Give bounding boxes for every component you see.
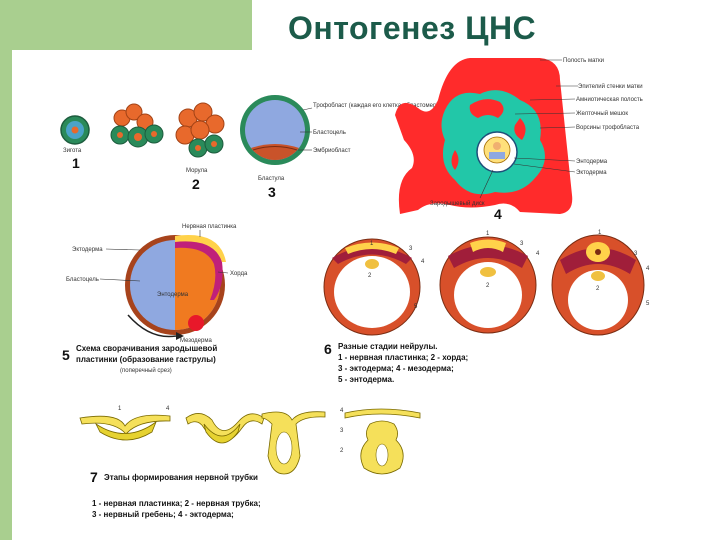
gastrulation-labels: Нервная пластинка Эктодерма Бластоцель Х… (66, 224, 248, 344)
stage6-caption-line4: 5 - энтодерма. (338, 375, 394, 384)
stage3-number: 3 (268, 184, 276, 200)
germinal-disk-label: Зародышевый диск (430, 200, 485, 207)
neural-tube-stage-b (185, 413, 265, 444)
neurula-marker-2b: 2 (486, 283, 490, 289)
neurula-marker-4a: 4 (421, 259, 425, 265)
neurula-marker-2c: 2 (596, 286, 600, 292)
neurula-marker-2a: 2 (368, 273, 372, 279)
stage6-caption-line2: 1 - нервная пластинка; 2 - хорда; (338, 353, 468, 362)
stage6-caption-line1: Разные стадии нейрулы. (338, 342, 438, 351)
stage5-caption-line3: (поперечный срез) (120, 367, 172, 374)
stage6-caption-line3: 3 - эктодерма; 4 - мезодерма; (338, 364, 454, 373)
stage7-caption-line3: 3 - нервный гребень; 4 - эктодерма; (92, 510, 234, 519)
embryoblast-label: Эмбриобласт (313, 148, 351, 154)
stage5-number: 5 (62, 347, 70, 363)
implantation-figure (395, 58, 573, 214)
uterine-epithelium-label: Эпителий стенки матки (578, 83, 643, 90)
neurula-marker-1c: 1 (598, 230, 602, 236)
decor-left-bar (0, 0, 12, 540)
trophoblast-villi-label: Ворсины трофобласта (576, 125, 640, 131)
trophoblast-label: Трофобласт (каждая его клетка - бластоме… (313, 103, 438, 109)
neurula-markers: 1 3 4 2 5 1 3 4 2 1 3 4 2 5 (368, 230, 650, 310)
neurula-marker-5a: 5 (414, 304, 418, 310)
implantation-labels: Полость матки Эпителий стенки матки Амни… (430, 58, 643, 207)
neural-tube-markers: 1 4 4 3 2 (118, 406, 344, 454)
neurula-stage-a (323, 238, 421, 336)
ectoderm-label-5: Эктодерма (72, 247, 103, 253)
neurula-marker-4c: 4 (646, 266, 650, 272)
blastocoel-label-5: Бластоцель (66, 277, 99, 283)
chorda-label-5: Хорда (230, 271, 248, 277)
mesoderm-label-5: Мезодерма (180, 338, 212, 344)
decor-top-bar (0, 0, 252, 50)
gastrulation-figure (125, 235, 226, 340)
stage6-number: 6 (324, 341, 332, 357)
stage2-number: 2 (192, 176, 200, 192)
stage4-number: 4 (494, 206, 502, 222)
stage7-number: 7 (90, 469, 98, 485)
neural-tube-marker-4a: 4 (166, 406, 170, 412)
neurula-marker-3c: 3 (634, 251, 638, 257)
morula-figure (175, 102, 225, 158)
uterine-cavity-label: Полость матки (563, 58, 604, 64)
yolk-sac-label: Желточный мешок (576, 110, 628, 117)
neural-tube-marker-4b: 4 (340, 408, 344, 414)
endoderm-label-4: Энтодерма (576, 159, 608, 165)
neural-tube-stage-a (79, 414, 171, 441)
stage5-caption-line1: Схема сворачивания зародышевой (76, 344, 217, 353)
zygote-label: Зигота (63, 148, 82, 154)
neural-tube-stage-c (261, 411, 326, 475)
neurula-marker-1b: 1 (486, 231, 490, 237)
neurula-marker-3b: 3 (520, 241, 524, 247)
stage7-caption-line2: 1 - нервная пластинка; 2 - нервная трубк… (92, 499, 261, 508)
stage5-caption-line2: пластинки (образование гаструлы) (76, 355, 216, 364)
blastula-figure (240, 95, 310, 165)
blastocoel-label-3: Бластоцель (313, 130, 346, 136)
neural-tube-marker-1: 1 (118, 406, 122, 412)
neural-tube-stage-d (344, 408, 421, 475)
neurula-marker-4b: 4 (536, 251, 540, 257)
zygote-figure (60, 115, 90, 145)
morula-label: Морула (186, 168, 208, 174)
stage7-caption-line1: Этапы формирования нервной трубки (104, 473, 258, 482)
neural-plate-label-5: Нервная пластинка (182, 224, 237, 230)
stage1-number: 1 (72, 155, 80, 171)
neural-tube-marker-2: 2 (340, 448, 344, 454)
ectoderm-label-4: Эктодерма (576, 170, 607, 176)
neural-tube-marker-3: 3 (340, 428, 344, 434)
endoderm-label-5: Энтодерма (157, 292, 189, 298)
neurula-marker-5c: 5 (646, 301, 650, 307)
morula-cells-figure (110, 103, 164, 148)
page-title: Онтогенез ЦНС (288, 10, 537, 46)
blastula-label: Бластула (258, 176, 285, 182)
neurula-stage-c (551, 234, 645, 336)
neurula-marker-3a: 3 (409, 246, 413, 252)
neurula-stage-b (439, 236, 537, 334)
amniotic-cavity-label: Амниотическая полость (576, 97, 643, 103)
neurula-marker-1a: 1 (370, 241, 374, 247)
